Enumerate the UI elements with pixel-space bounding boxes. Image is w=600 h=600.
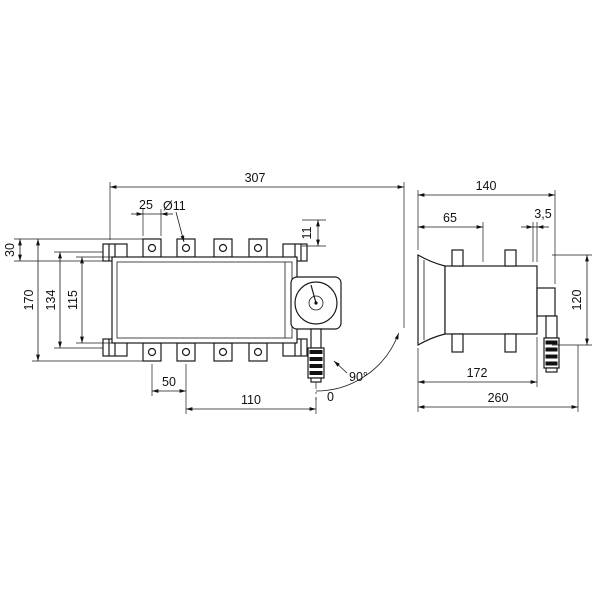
mounting-flange-side <box>417 253 446 347</box>
dim-115-label: 115 <box>66 290 80 310</box>
dim-120-label: 120 <box>570 290 584 311</box>
terminals-side-top <box>451 249 517 267</box>
front-dim-total-height: 170 <box>22 239 143 362</box>
side-dim-plate-thickness: 3,5 <box>521 207 552 262</box>
front-dim-clamp-height: 134 <box>44 251 103 349</box>
dim-dia11-label: Ø11 <box>163 199 186 213</box>
front-dim-total-width: 307 <box>109 171 405 328</box>
handle-side <box>543 315 560 373</box>
dim-170-label: 170 <box>22 290 36 311</box>
handle-rotation-arc: 90° 0 <box>315 332 400 404</box>
angle-max-label: 90° <box>349 370 368 384</box>
dim-11-label: 11 <box>300 226 314 239</box>
dim-260-label: 260 <box>488 391 509 405</box>
dim-134-label: 134 <box>44 290 58 311</box>
handle-front <box>307 328 325 383</box>
switch-body-side <box>444 265 538 335</box>
handle-bracket-side <box>536 287 556 317</box>
side-dim-flange-depth: 65 <box>418 211 484 262</box>
rotary-mechanism <box>290 276 342 330</box>
dim-110-label: 110 <box>241 393 261 407</box>
front-dim-shaft: 11 <box>300 219 326 247</box>
dim-307-label: 307 <box>245 171 266 185</box>
dim-140-label: 140 <box>476 179 497 193</box>
switch-body-front <box>111 256 298 344</box>
front-dim-tab-width: 25 <box>131 198 173 236</box>
terminals-side-bottom <box>451 333 517 353</box>
front-view: 90° 0 <box>102 238 400 404</box>
front-dim-tab-spacing: 50 <box>151 364 187 414</box>
side-view <box>417 249 560 373</box>
front-dim-body-height: 115 <box>66 256 112 344</box>
dim-3-5-label: 3,5 <box>534 207 551 221</box>
angle-zero-label: 0 <box>327 390 334 404</box>
dim-65-label: 65 <box>443 211 457 225</box>
mechanism-axis-dot <box>314 301 318 305</box>
side-dim-body-depth: 172 <box>417 337 538 412</box>
mounting-tabs-bottom <box>142 342 268 362</box>
side-dim-total-depth: 260 <box>418 345 579 412</box>
front-dim-handle-offset: 110 <box>186 393 317 414</box>
dim-172-label: 172 <box>467 366 488 380</box>
dim-25-label: 25 <box>139 198 153 212</box>
dim-50-label: 50 <box>162 375 176 389</box>
side-dim-height: 120 <box>552 254 592 346</box>
front-dim-hole-diameter: Ø11 <box>163 199 186 243</box>
side-dim-total-width: 140 <box>417 179 556 284</box>
dim-30-label: 30 <box>3 243 17 257</box>
